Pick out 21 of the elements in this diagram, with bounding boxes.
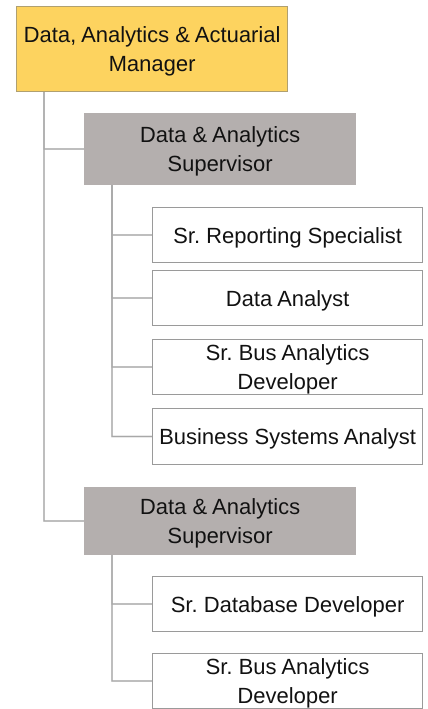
job-title: Data Analyst xyxy=(226,284,350,312)
connector-line xyxy=(111,185,152,438)
job-title: Data, Analytics & Actuarial Manager xyxy=(23,21,281,78)
connector-line xyxy=(111,555,152,682)
job-title: Sr. Reporting Specialist xyxy=(173,222,402,250)
position-box xyxy=(152,653,423,709)
manager-box xyxy=(84,487,356,555)
connector-line xyxy=(43,92,84,522)
position-box xyxy=(152,270,423,326)
job-title: Sr. Bus Analytics Developer xyxy=(204,339,370,396)
job-title: Sr. Bus Analytics Developer xyxy=(204,653,370,709)
job-title: Business Systems Analyst xyxy=(159,423,416,451)
manager-box xyxy=(84,113,356,185)
job-title: Sr. Database Developer xyxy=(170,590,404,618)
manager-box xyxy=(16,6,288,92)
position-box xyxy=(152,207,423,263)
position-box xyxy=(152,576,423,632)
position-box xyxy=(152,339,423,395)
position-box xyxy=(152,408,423,465)
job-title: Data & Analytics Supervisor xyxy=(138,121,302,178)
job-title: Data & Analytics Supervisor xyxy=(138,493,302,550)
